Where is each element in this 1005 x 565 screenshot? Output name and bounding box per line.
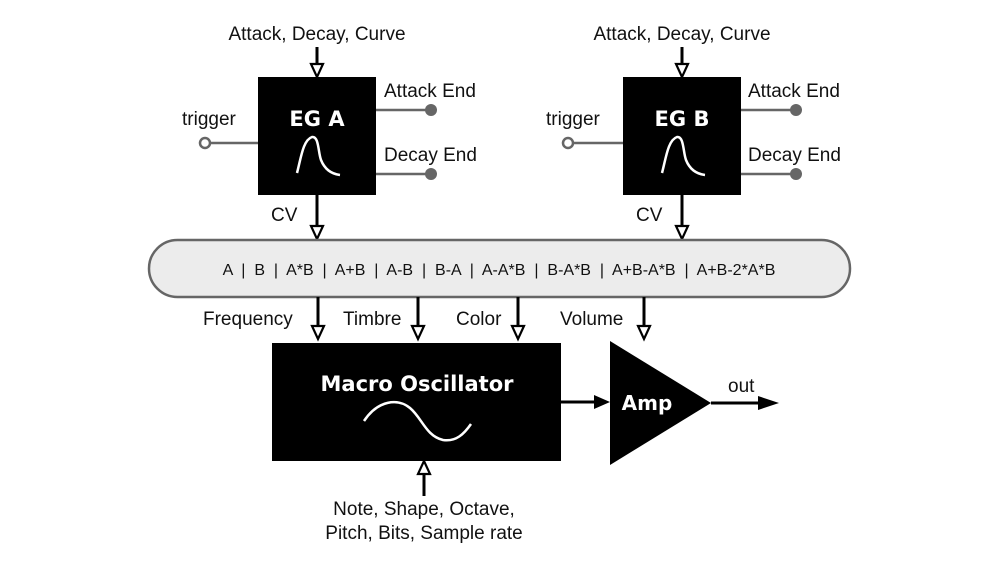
- eg-a-attack-end-output: [376, 104, 437, 116]
- eg-b-cv-arrow: [674, 195, 690, 242]
- bus-output-volume: Volume: [560, 297, 652, 342]
- color-label: Color: [456, 309, 502, 330]
- eg-a-decay-end-label: Decay End: [384, 145, 477, 166]
- envelope-shape-icon: [660, 135, 706, 177]
- volume-label: Volume: [560, 309, 623, 330]
- eg-a-cv-label: CV: [271, 205, 298, 226]
- output-jack-icon: [790, 104, 802, 116]
- out-label: out: [728, 376, 755, 397]
- eg-b-attack-end-label: Attack End: [748, 81, 840, 102]
- eg-b-box: [623, 77, 741, 195]
- eg-a-decay-end-output: [376, 168, 437, 180]
- eg-b-decay-end-label: Decay End: [748, 145, 841, 166]
- eg-a-trigger-input: [198, 136, 258, 150]
- trigger-jack-icon: [561, 136, 575, 150]
- eg-a-module: Attack, Decay, Curve trigger EG A Attack…: [182, 24, 477, 242]
- eg-a-trigger-label: trigger: [182, 109, 237, 130]
- frequency-label: Frequency: [203, 309, 293, 330]
- eg-a-params-arrow: [309, 47, 325, 80]
- eg-b-module: Attack, Decay, Curve trigger EG B Attack…: [546, 24, 841, 242]
- macro-oscillator-box: [272, 343, 561, 461]
- eg-a-box: [258, 77, 376, 195]
- bus-output-color: Color: [456, 297, 526, 342]
- output-arrow: out: [711, 376, 779, 410]
- bus-modes-text: A | B | A*B | A+B | A-B | B-A | A-A*B | …: [223, 262, 776, 279]
- oscillator-params-arrow: [416, 458, 432, 496]
- eg-b-trigger-label: trigger: [546, 109, 601, 130]
- trigger-jack-icon: [198, 136, 212, 150]
- oscillator-params-line1: Note, Shape, Octave,: [333, 499, 515, 520]
- eg-b-decay-end-output: [741, 168, 802, 180]
- oscillator-params-line2: Pitch, Bits, Sample rate: [325, 523, 522, 544]
- eg-a-attack-end-label: Attack End: [384, 81, 476, 102]
- eg-a-title: EG A: [289, 107, 345, 131]
- bus-output-frequency: Frequency: [203, 297, 326, 342]
- eg-b-cv-label: CV: [636, 205, 663, 226]
- amp-module: Amp: [610, 341, 711, 465]
- eg-b-params-arrow: [674, 47, 690, 80]
- eg-a-params-label: Attack, Decay, Curve: [228, 24, 405, 45]
- eg-b-attack-end-output: [741, 104, 802, 116]
- eg-b-trigger-input: [561, 136, 623, 150]
- output-jack-icon: [425, 104, 437, 116]
- output-jack-icon: [790, 168, 802, 180]
- bus-pill: [147, 238, 852, 299]
- oscillator-to-amp-arrow: [561, 395, 610, 409]
- amp-title: Amp: [622, 391, 673, 415]
- eg-b-title: EG B: [655, 107, 710, 131]
- eg-a-cv-arrow: [309, 195, 325, 242]
- macro-oscillator-title: Macro Oscillator: [321, 372, 515, 396]
- eg-b-params-label: Attack, Decay, Curve: [593, 24, 770, 45]
- macro-oscillator-module: Macro Oscillator Note, Shape, Octave, Pi…: [272, 343, 561, 544]
- output-jack-icon: [425, 168, 437, 180]
- envelope-shape-icon: [295, 135, 341, 177]
- sine-wave-icon: [362, 400, 473, 442]
- amp-triangle: [610, 341, 711, 465]
- combination-bus: A | B | A*B | A+B | A-B | B-A | A-A*B | …: [147, 238, 852, 299]
- timbre-label: Timbre: [343, 309, 401, 330]
- bus-output-timbre: Timbre: [343, 297, 426, 342]
